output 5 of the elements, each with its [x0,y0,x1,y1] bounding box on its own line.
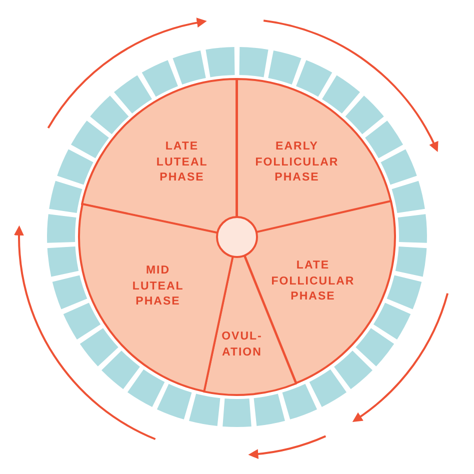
phase-label: EARLY FOLLICULAR PHASE [255,140,339,186]
phase-label: MID LUTEAL PHASE [132,264,184,310]
phase-label: LATE FOLLICULAR PHASE [271,258,355,305]
phase-label: OVUL-ATION [222,329,262,360]
phase-label: LATE LUTEAL PHASE [156,140,208,186]
